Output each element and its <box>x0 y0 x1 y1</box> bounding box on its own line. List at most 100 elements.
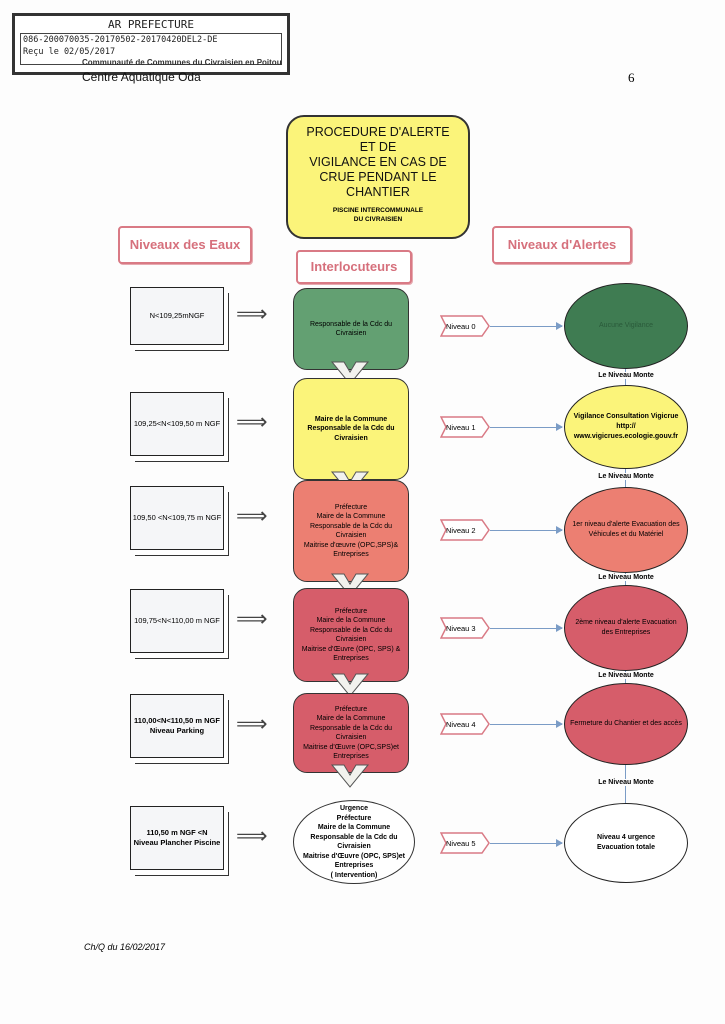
arrowhead-icon <box>556 322 563 330</box>
text-line: 109,75<N<110,00 m NGF <box>134 616 220 625</box>
text-line: Entreprises <box>333 551 369 558</box>
text-line: Evacuation totale <box>597 844 655 851</box>
text-line: Urgence <box>339 805 368 812</box>
level-label: Niveau 3 <box>446 623 476 633</box>
text-line: Maitrise d'Œuvre (OPC,SPS)et <box>303 743 399 751</box>
text-line: Fermeture du Chantier et des accès <box>570 720 682 727</box>
water-level-box: 109,50 <N<109,75 m NGF <box>130 486 224 550</box>
text-line: CHANTIER <box>346 185 410 199</box>
arrowhead-icon <box>556 423 563 431</box>
alert-ellipse: Fermeture du Chantier et des accès <box>564 683 688 765</box>
text-line: Entreprises <box>333 655 369 662</box>
header-doc: Centre Aquatique Oda <box>82 70 201 84</box>
diagram-subtitle: PISCINE INTERCOMMUNALE DU CIVRAISIEN <box>288 206 468 224</box>
heading-contacts: Interlocuteurs <box>296 250 412 284</box>
text-line: Maire de la Commune <box>316 617 386 624</box>
double-arrow-icon: ⟹ <box>236 503 268 528</box>
text-line: 110,50 m NGF <N <box>146 828 208 837</box>
alert-ellipse: 1er niveau d'alerte Evacuation des Véhic… <box>564 487 688 573</box>
text-line: DU CIVRAISIEN <box>353 216 403 223</box>
chevron-down-icon <box>330 672 370 697</box>
level-label: Niveau 5 <box>446 838 476 848</box>
alert-ellipse: 2ème niveau d'alerte Evacuation des Entr… <box>564 585 688 671</box>
alert-level-tag: Niveau 0 <box>440 315 490 337</box>
connector-line <box>490 326 562 327</box>
text-line: ET DE <box>359 140 397 154</box>
text-line: Responsable de la Cdc du Civraisien <box>309 626 393 644</box>
text-line: Niveau Parking <box>149 726 205 735</box>
text-line: Maire de la Commune <box>316 513 386 520</box>
heading-water-levels: Niveaux des Eaux <box>118 226 252 264</box>
text-line: ( Intervention) <box>330 871 378 879</box>
text-line: 109,25<N<109,50 m NGF <box>133 419 221 428</box>
text-line: Maire de la Commune <box>316 715 386 722</box>
level-label: Niveau 1 <box>446 422 476 432</box>
text-line: Responsable de la Cdc du Civraisien <box>309 320 393 338</box>
text-line: Niveau Plancher Piscine <box>133 838 221 847</box>
stamp-id: 086-200070035-20170502-20170420DEL2-DE <box>23 35 218 45</box>
header-org: Communauté de Communes du Civraisien en … <box>82 58 282 67</box>
arrowhead-icon <box>556 526 563 534</box>
alert-level-tag: Niveau 2 <box>440 519 490 541</box>
chevron-down-icon <box>330 763 370 788</box>
text-line: Entreprises <box>333 753 369 760</box>
text-line: PROCEDURE D'ALERTE <box>306 125 450 139</box>
text-line: Maire de la Commune <box>314 415 388 423</box>
connector-line <box>490 724 562 725</box>
connector-line <box>490 530 562 531</box>
level-label: Niveau 0 <box>446 321 476 331</box>
double-arrow-icon: ⟹ <box>236 409 268 434</box>
water-level-box: 109,25<N<109,50 m NGF <box>130 392 224 456</box>
text-line: Vigilance Consultation Vigicrue <box>573 413 679 420</box>
alert-level-tag: Niveau 5 <box>440 832 490 854</box>
heading-alert-levels: Niveaux d'Alertes <box>492 226 632 264</box>
text-line: Maitrise d'Œuvre (OPC, SPS)et <box>302 852 406 860</box>
level-rises-label: Le Niveau Monte <box>566 779 686 786</box>
alert-ellipse: Vigilance Consultation Vigicrue http:// ww… <box>564 385 688 469</box>
double-arrow-icon: ⟹ <box>236 606 268 631</box>
water-level-box: N<109,25mNGF <box>130 287 224 345</box>
level-label: Niveau 2 <box>446 525 476 535</box>
alert-level-tag: Niveau 4 <box>440 713 490 735</box>
text-line: Niveau 4 urgence <box>597 834 655 841</box>
page-number: 6 <box>628 70 635 85</box>
double-arrow-icon: ⟹ <box>236 823 268 848</box>
text-line: Maitrise d'Œuvre (OPC, SPS) & <box>301 645 401 653</box>
arrowhead-icon <box>556 624 563 632</box>
stamp-details: 086-200070035-20170502-20170420DEL2-DE R… <box>20 33 282 65</box>
text-line: 110,00<N<110,50 m NGF <box>134 716 220 725</box>
text-line: Responsable de la Cdc du Civraisien <box>307 425 395 442</box>
text-line: 109,50 <N<109,75 m NGF <box>132 513 222 522</box>
text-line: Préfecture <box>336 814 372 822</box>
text-line: Maitrise d'œuvre (OPC,SPS)& <box>303 541 399 549</box>
alert-level-tag: Niveau 1 <box>440 416 490 438</box>
double-arrow-icon: ⟹ <box>236 301 268 326</box>
text-line: VIGILANCE EN CAS DE <box>309 155 447 169</box>
arrowhead-icon <box>556 839 563 847</box>
prefecture-stamp: AR PREFECTURE 086-200070035-20170502-201… <box>12 13 290 75</box>
text-line: Aucune Vigilance <box>599 322 653 329</box>
alert-level-tag: Niveau 3 <box>440 617 490 639</box>
text-line: N<109,25mNGF <box>149 311 205 320</box>
text-line: PISCINE INTERCOMMUNALE <box>332 207 424 214</box>
text-line: http:// <box>616 423 636 430</box>
contact-box: Responsable de la Cdc du Civraisien <box>293 288 409 370</box>
text-line: Responsable de la Cdc du Civraisien <box>309 724 393 742</box>
level-rises-label: Le Niveau Monte <box>566 672 686 679</box>
text-line: Maire de la Commune <box>317 824 391 831</box>
text-line: 2ème niveau d'alerte Evacuation des Entr… <box>575 619 677 636</box>
connector-line <box>490 843 562 844</box>
text-line: Préfecture <box>334 607 368 615</box>
text-line: www.vigicrues.ecologie.gouv.fr <box>573 433 679 440</box>
text-line: Entreprises <box>334 862 374 869</box>
